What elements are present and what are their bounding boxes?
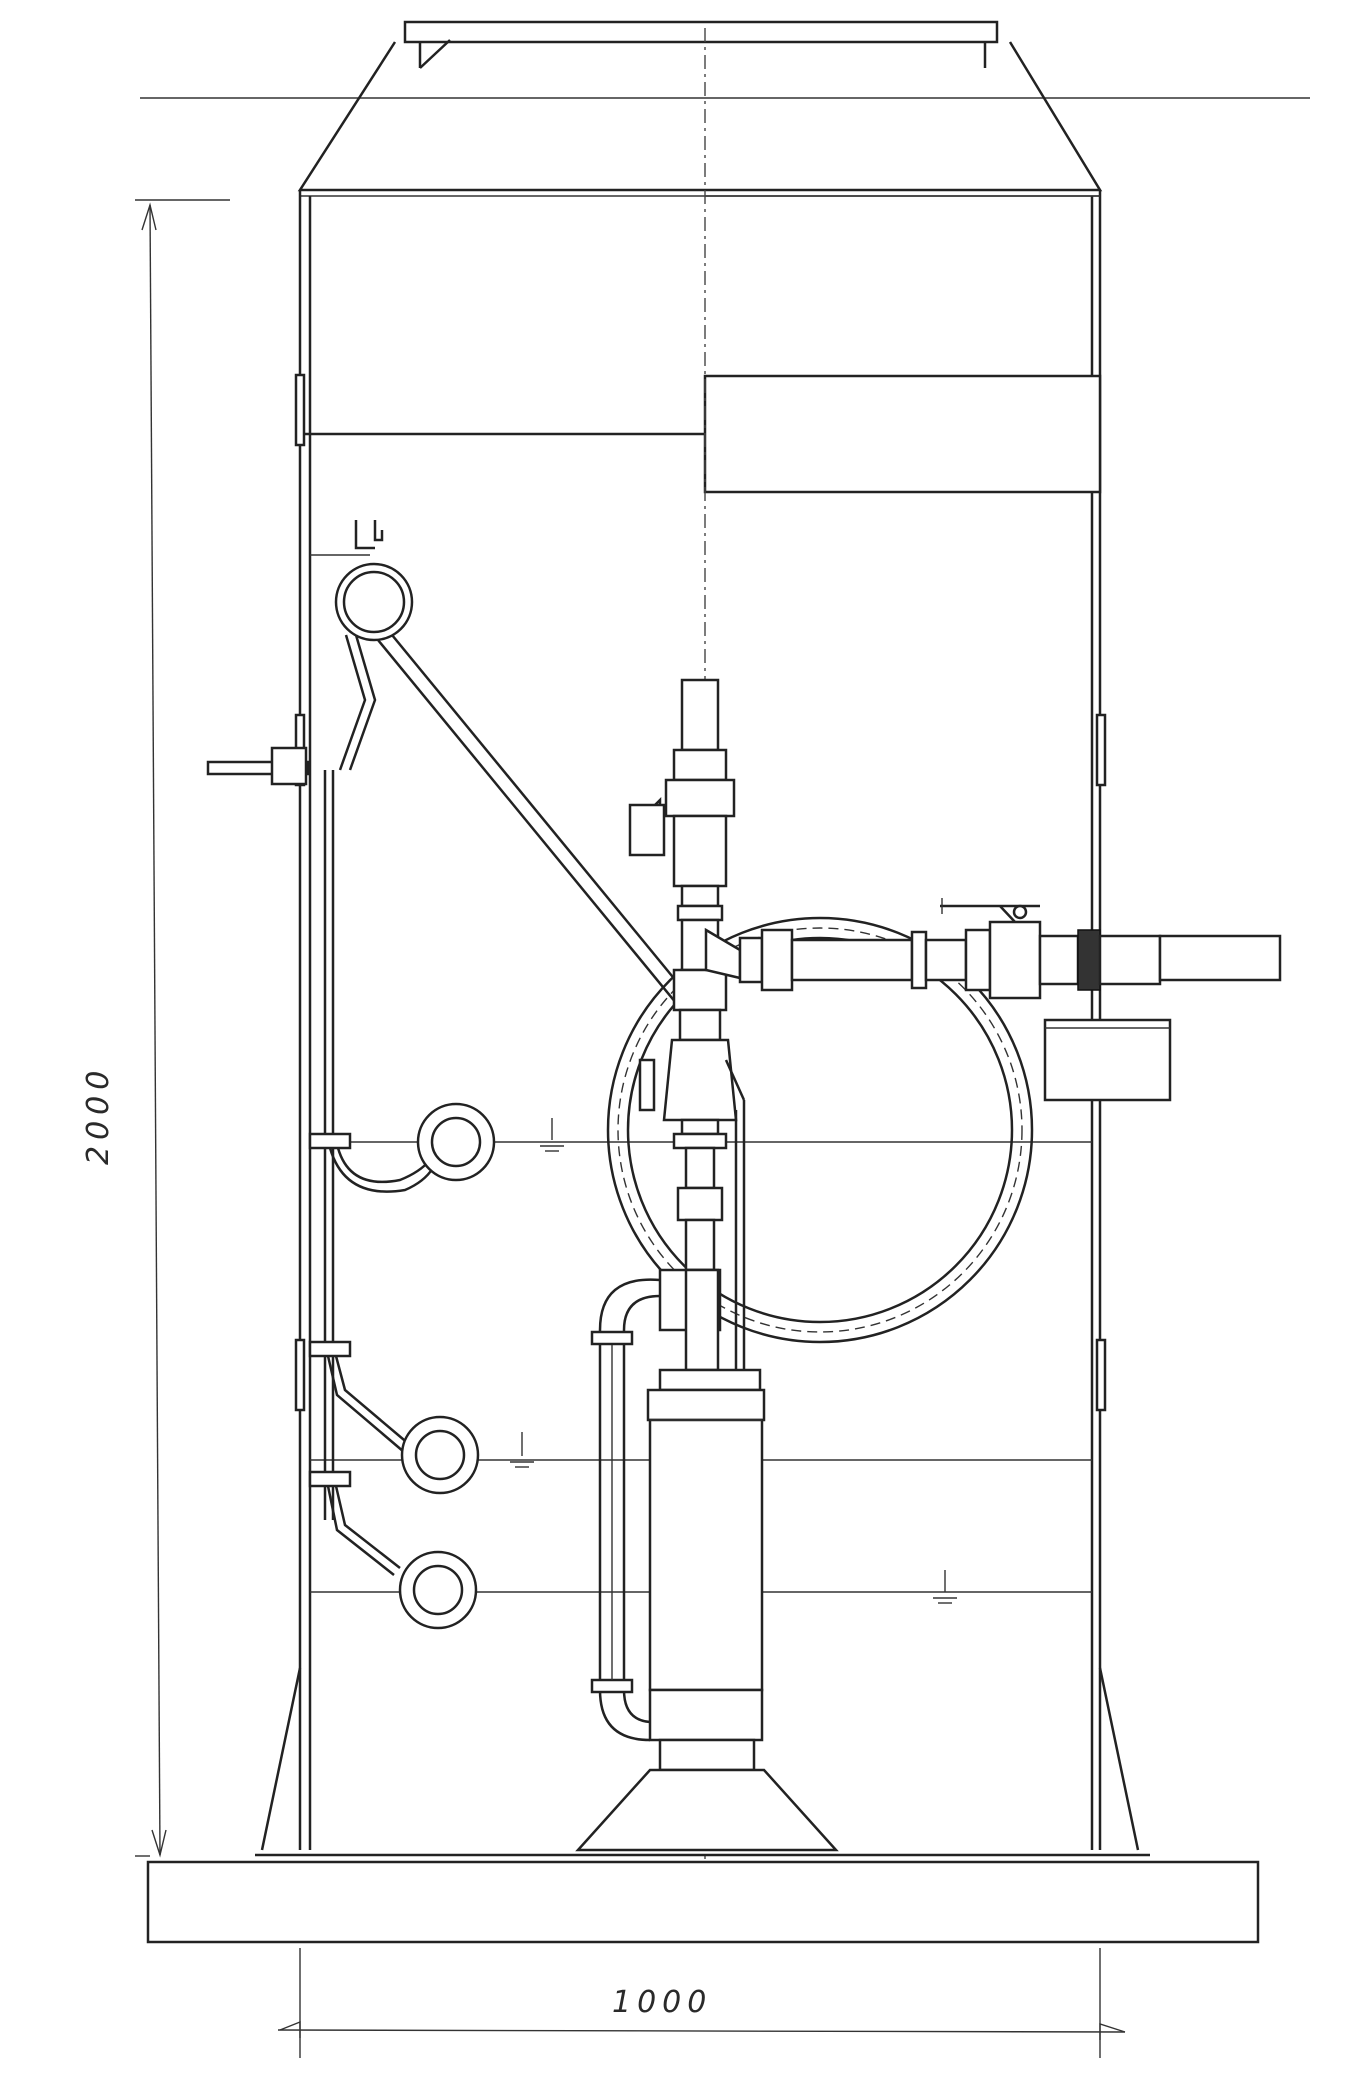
height-dimension-label: 2000	[81, 1065, 116, 1165]
discharge-hose-coil	[606, 916, 1034, 1344]
tank-shell	[294, 190, 1107, 1850]
riser-pipe	[628, 678, 746, 1400]
level-marker-1	[540, 1118, 564, 1152]
float-switch-rail	[206, 520, 705, 1520]
width-dimension	[277, 1948, 1126, 2058]
level-marker-3	[933, 1570, 957, 1604]
lid	[403, 20, 999, 69]
base-skirt	[146, 1667, 1260, 1944]
float-switch-upper	[308, 1102, 496, 1193]
discharge-line	[704, 898, 1282, 1000]
submersible-pump	[575, 1268, 839, 1852]
height-dimension	[135, 199, 230, 1858]
float-switch-middle	[308, 1340, 480, 1495]
width-dimension-label: 1000	[612, 1985, 712, 2020]
float-switch-lower	[308, 1470, 478, 1630]
level-marker-2	[510, 1432, 534, 1468]
control-box	[1043, 1018, 1172, 1102]
